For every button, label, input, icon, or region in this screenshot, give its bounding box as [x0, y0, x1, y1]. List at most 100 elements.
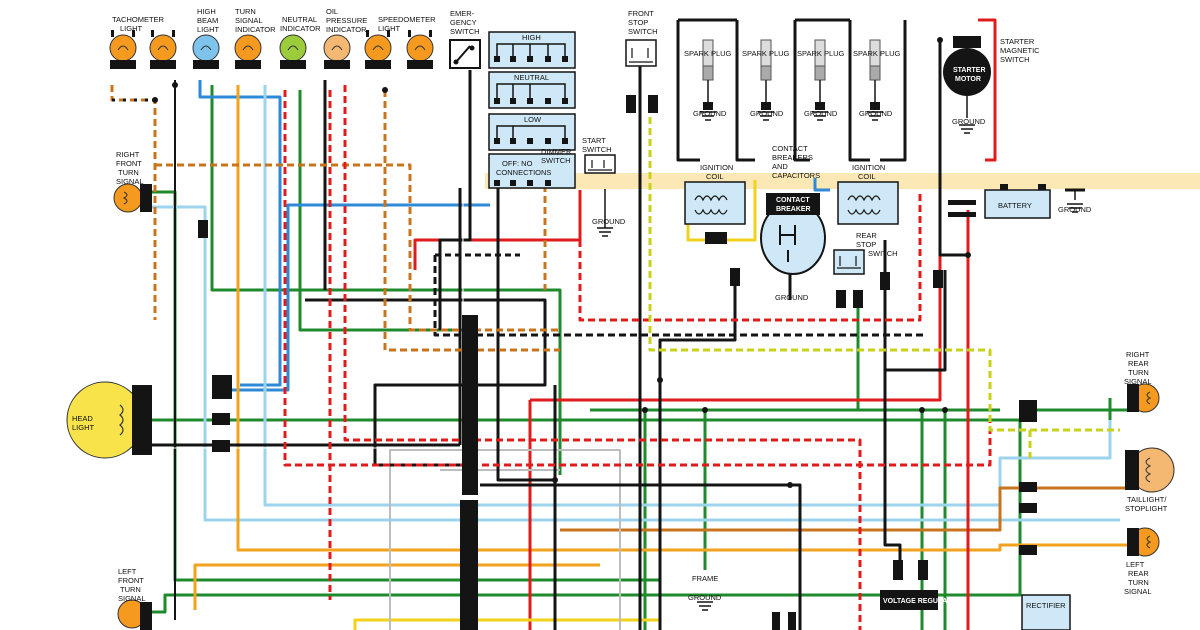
oil-pressure-indicator-bulb [323, 34, 351, 69]
label-rear-stop-switch: REAR [856, 231, 877, 240]
label-battery-ground: GROUND [1058, 205, 1092, 214]
label-neutral: NEUTRAL [514, 73, 549, 82]
wire-blue [215, 203, 490, 392]
label-speedometer-light: LIGHT [378, 24, 401, 33]
tachometer-light-bulbs [109, 34, 177, 69]
connector [880, 272, 890, 290]
connector [730, 268, 740, 286]
label-left-front-turn-signal: LEFT [118, 567, 137, 576]
label-ignition-coil: COIL [858, 172, 876, 181]
bulb-ticks [111, 30, 432, 37]
connector [933, 270, 943, 288]
label-turn-signal-indicator: INDICATOR [235, 25, 276, 34]
connector [948, 212, 976, 217]
label-front-stop-switch: STOP [628, 18, 648, 27]
wire-black-dashed [433, 255, 925, 337]
label-neutral-indicator: NEUTRAL [282, 15, 317, 24]
label-right-front-turn-signal: FRONT [116, 159, 142, 168]
wire-green [150, 420, 1022, 614]
label-left-front-turn-signal: SIGNAL [118, 594, 146, 603]
label-high-beam-light: BEAM [197, 16, 218, 25]
label-rear-stop-switch: STOP [856, 240, 876, 249]
label-oil-pressure-indicator: OIL [326, 7, 338, 16]
label-ground: GROUND [693, 109, 727, 118]
wire-black [676, 20, 700, 162]
connector [212, 440, 230, 452]
connector [893, 560, 903, 580]
label-taillight-stoplight: TAILLIGHT/ [1127, 495, 1167, 504]
wire-red [978, 18, 997, 162]
wire-black [480, 483, 802, 630]
label-rear-stop-switch: SWITCH [868, 249, 898, 258]
connector [788, 612, 796, 630]
start-switch [584, 154, 616, 237]
label-dimmer-switch: SWITCH [541, 156, 571, 165]
neutral-indicator-bulb [279, 34, 307, 69]
taillight-stoplight [1125, 447, 1175, 493]
label-start-switch: START [582, 136, 606, 145]
label-low: LOW [524, 115, 542, 124]
connector [705, 232, 727, 244]
switch-off-box [488, 153, 576, 189]
voltage-regulator [880, 590, 938, 610]
label-ignition-coil: IGNITION [852, 163, 885, 172]
label-left-front-turn-signal: FRONT [118, 576, 144, 585]
label-starter-magnetic-switch: SWITCH [1000, 55, 1030, 64]
switch-low-box [488, 113, 576, 151]
label-frame-ground: GROUND [688, 593, 722, 602]
wire-black [848, 20, 870, 162]
connectors [198, 95, 1037, 630]
spark-plugs [700, 39, 883, 121]
label-emergency-switch: SWITCH [450, 27, 480, 36]
high-beam-light-bulb [192, 34, 220, 69]
switch-high-box [488, 31, 576, 69]
label-starter-magnetic-switch: MAGNETIC [1000, 46, 1040, 55]
label-head-light: HEAD [72, 414, 93, 423]
right-front-turn-signal [113, 183, 152, 213]
wire-black [658, 280, 737, 380]
labels: TACHOMETER LIGHT HIGH BEAM LIGHT TURN SI… [72, 7, 1168, 610]
label-start-switch: SWITCH [582, 145, 612, 154]
wire-orange [236, 85, 1130, 552]
ignition-coils [684, 181, 899, 225]
label-head-light: LIGHT [72, 423, 95, 432]
label-right-front-turn-signal: SIGNAL [116, 177, 144, 186]
wire-red [530, 190, 942, 402]
label-spark-plug: SPARK PLUG [684, 49, 732, 58]
connector [1019, 545, 1037, 555]
connector [948, 200, 976, 205]
label-high: HIGH [522, 33, 541, 42]
label-tachometer-light: TACHOMETER [112, 15, 165, 24]
label-contact-breakers: BREAKERS [772, 153, 813, 162]
contact-breaker [760, 193, 826, 275]
wire-brown-black [110, 85, 560, 332]
right-rear-turn-signal [1127, 383, 1160, 413]
connector [853, 290, 863, 308]
label-right-rear-turn-signal: SIGNAL [1124, 377, 1152, 386]
bulb-filaments [117, 45, 426, 51]
label-turn-signal-indicator: SIGNAL [235, 16, 263, 25]
wire-black [438, 70, 472, 330]
label-battery: BATTERY [998, 201, 1032, 210]
connector [1019, 503, 1037, 513]
label-frame-ground: FRAME [692, 574, 718, 583]
label-left-front-turn-signal: TURN [120, 585, 141, 594]
label-spark-plug: SPARK PLUG [853, 49, 901, 58]
label-spark-plug: SPARK PLUG [797, 49, 845, 58]
left-rear-turn-signal [1127, 527, 1160, 557]
label-high-beam-light: HIGH [197, 7, 216, 16]
wire-black [496, 185, 555, 482]
wire-red-white [283, 90, 992, 467]
label-left-rear-turn-signal: SIGNAL [1124, 587, 1152, 596]
label-starter-ground: GROUND [952, 117, 986, 126]
headlight [66, 381, 152, 459]
label-contact-breaker: BREAKER [776, 206, 811, 213]
junctions [152, 37, 971, 488]
label-starter-magnetic-switch: STARTER [1000, 37, 1035, 46]
connector [626, 95, 636, 113]
label-contact-breakers: CONTACT [772, 144, 808, 153]
main-connector-block-lower [460, 500, 478, 630]
label-ignition-coil: IGNITION [700, 163, 733, 172]
